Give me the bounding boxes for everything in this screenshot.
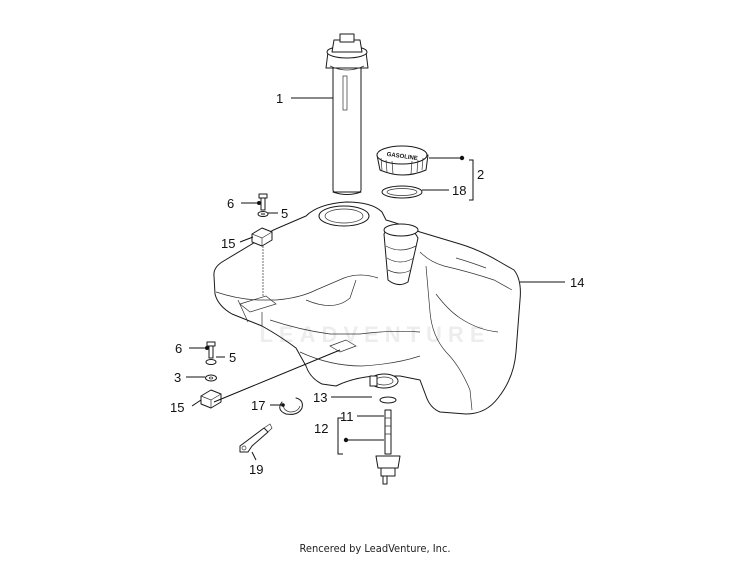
callout-12: 12 bbox=[314, 421, 328, 436]
callout-6b: 6 bbox=[175, 341, 182, 356]
upper-mount-hardware bbox=[251, 193, 273, 296]
callout-11: 11 bbox=[340, 409, 354, 424]
fuel-sender-tube bbox=[325, 33, 369, 195]
fuel-tank bbox=[213, 201, 521, 415]
callout-15b: 15 bbox=[170, 400, 184, 415]
tank-bracket bbox=[239, 423, 273, 453]
watermark: LEADVENTURE bbox=[259, 322, 491, 347]
callout-6a: 6 bbox=[227, 196, 234, 211]
callout-3: 3 bbox=[174, 370, 181, 385]
callout-19: 19 bbox=[249, 462, 263, 477]
gas-cap: GASOLINE bbox=[376, 145, 429, 176]
callout-5b: 5 bbox=[229, 350, 236, 365]
callout-labels: 1 2 18 6 5 15 14 6 5 3 15 17 13 11 12 19 bbox=[170, 91, 584, 477]
callout-2: 2 bbox=[477, 167, 484, 182]
gas-cap-text: GASOLINE bbox=[386, 152, 418, 162]
callout-5a: 5 bbox=[281, 206, 288, 221]
hose-clamp bbox=[369, 373, 399, 389]
cap-gasket bbox=[381, 185, 423, 199]
fuel-valve bbox=[375, 396, 401, 485]
callout-18: 18 bbox=[452, 183, 466, 198]
callout-15a: 15 bbox=[221, 236, 235, 251]
hose-clip bbox=[279, 397, 303, 415]
callout-17: 17 bbox=[251, 398, 265, 413]
footer-credit: Rencered by LeadVenture, Inc. bbox=[299, 542, 451, 555]
lower-mount-hardware bbox=[200, 341, 222, 409]
leader-lines bbox=[186, 97, 565, 461]
callout-13: 13 bbox=[313, 390, 327, 405]
callout-1: 1 bbox=[276, 91, 283, 106]
callout-14: 14 bbox=[570, 275, 584, 290]
